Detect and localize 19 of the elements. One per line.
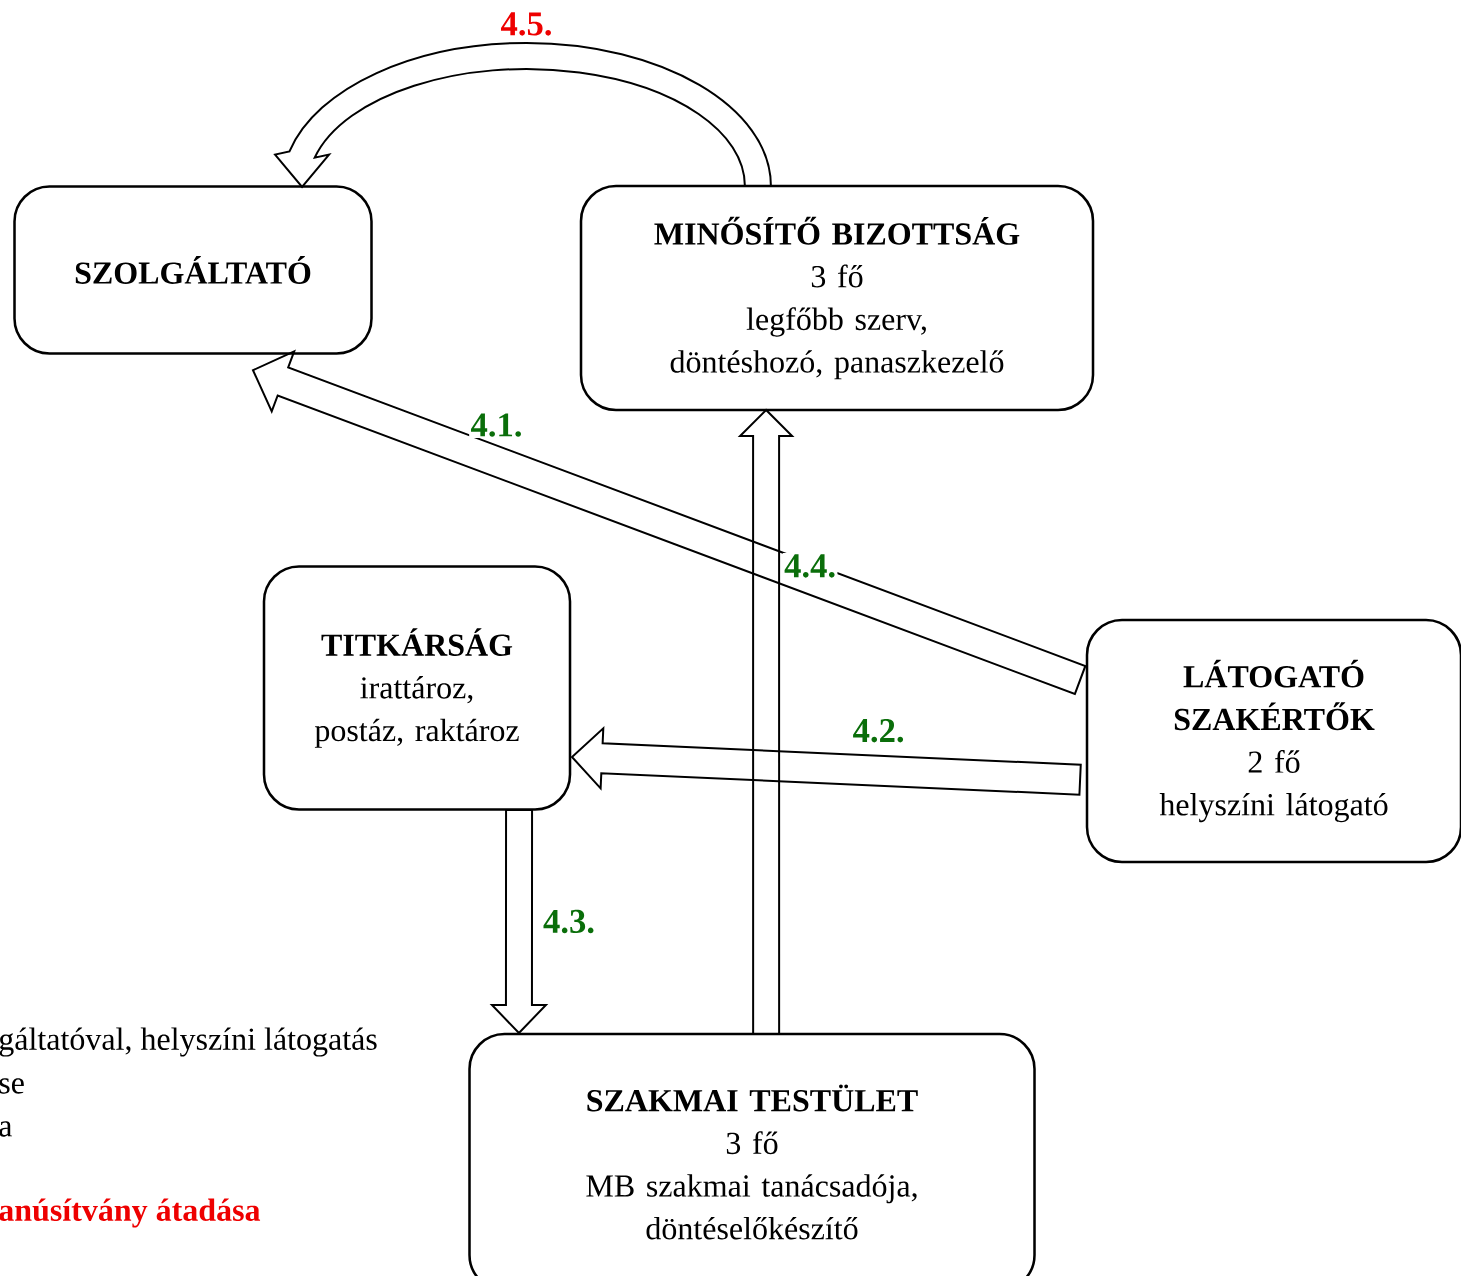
- block-arrow: [489, 808, 549, 1035]
- block-arrow: [251, 349, 1087, 696]
- block-arrow: [570, 726, 1082, 796]
- rounded-box: SZAKMAI TESTÜLET 3 fő MB szakmai tanácsadója, döntéselőkészítő: [468, 1032, 1036, 1276]
- rounded-box: SZOLGÁLTATÓ: [13, 185, 373, 355]
- note-text: anúsítvány átadása: [0, 1198, 261, 1228]
- block-arrow: [737, 408, 795, 1035]
- note-text: a: [0, 1121, 13, 1137]
- rounded-box: TITKÁRSÁG irattároz, postáz, raktároz: [262, 565, 572, 811]
- edge-label: 4.4.: [782, 553, 838, 579]
- edge-label: 4.1.: [469, 412, 524, 439]
- curved-block-arrow: [274, 42, 772, 188]
- edge-label: 4.3.: [541, 908, 597, 935]
- rounded-box: LÁTOGATÓ SZAKÉRTŐK 2 fő helyszíni látogató: [1085, 618, 1461, 864]
- edge-label: 4.5.: [499, 11, 554, 37]
- rounded-box: MINŐSÍTŐ BIZOTTSÁG 3 fő legfőbb szerv, döntéshozó, panaszkezelő: [579, 184, 1095, 412]
- note-text: gáltatóval, helyszíni látogatás: [0, 1027, 377, 1057]
- edge-label: 4.2.: [851, 717, 906, 744]
- note-text: se: [0, 1078, 24, 1094]
